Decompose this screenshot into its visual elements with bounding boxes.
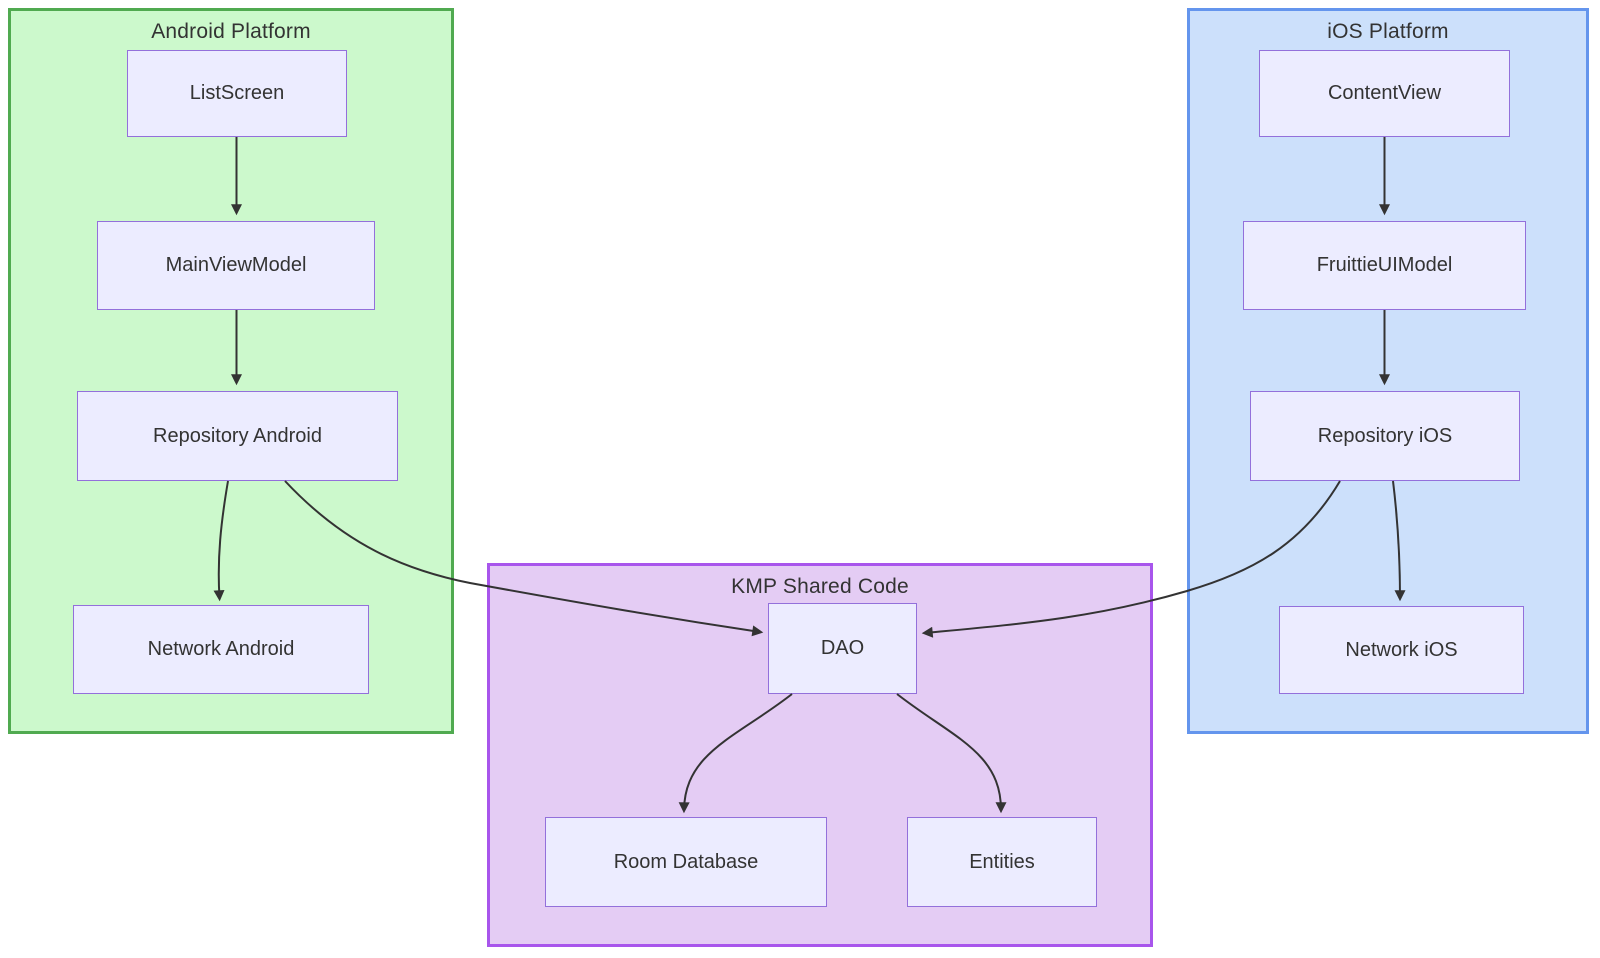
node-listscreen: ListScreen [127,50,347,137]
node-network-ios: Network iOS [1279,606,1524,694]
node-room-database: Room Database [545,817,827,907]
node-repository-android: Repository Android [77,391,398,481]
group-title-kmp: KMP Shared Code [731,575,909,598]
node-contentview: ContentView [1259,50,1510,137]
group-title-android: Android Platform [151,20,311,43]
node-network-android: Network Android [73,605,369,694]
node-dao: DAO [768,603,917,694]
node-mainviewmodel: MainViewModel [97,221,375,310]
node-repository-ios: Repository iOS [1250,391,1520,481]
group-title-ios: iOS Platform [1327,20,1449,43]
node-entities: Entities [907,817,1097,907]
node-fruittieuimodel: FruittieUIModel [1243,221,1526,310]
